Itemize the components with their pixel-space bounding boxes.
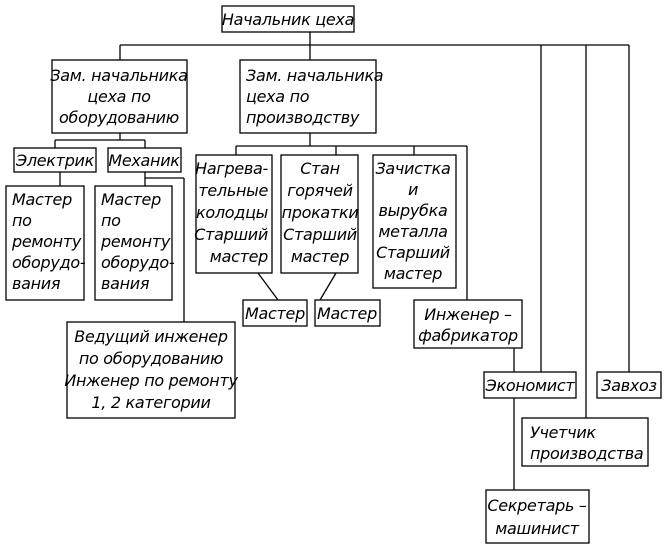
node-secretary-typist: Секретарь – машинист: [485, 489, 590, 544]
node-label-line: колодцы: [196, 203, 268, 222]
node-economist: Экономист: [483, 371, 577, 399]
node-label-line: по: [12, 211, 32, 230]
node-label-line: Зачистка: [375, 159, 450, 178]
node-label-line: Механик: [108, 151, 180, 170]
node-label-line: Инженер –: [424, 305, 512, 324]
node-label-line: Мастер: [12, 190, 72, 209]
svg-text:Электрик: Электрик: [15, 151, 95, 170]
node-label-line: Секретарь –: [487, 496, 586, 515]
svg-text:Инженер –фабрикатор: Инженер – фабрикатор: [418, 305, 518, 345]
node-production-accountant: Учетчик производства: [521, 417, 649, 467]
node-label-line: цеха по: [87, 87, 151, 106]
node-label-line: и: [408, 180, 418, 199]
svg-text:Мастер: Мастер: [317, 304, 377, 323]
node-label-line: вания: [12, 274, 61, 293]
node-label-line: производству: [246, 108, 360, 127]
node-label-line: Зам. начальника: [50, 66, 187, 85]
node-head: Начальник цеха: [221, 5, 355, 33]
node-electrician: Электрик: [13, 147, 97, 173]
node-label-line: Нагрева-: [195, 159, 268, 178]
node-label-line: Электрик: [15, 151, 95, 170]
node-label-line: Инженер по ремонту: [64, 371, 238, 390]
node-mechanic: Механик: [107, 147, 182, 173]
node-label-line: Старший: [376, 243, 450, 262]
svg-text:Механик: Механик: [108, 151, 180, 170]
node-label-line: Мастер: [101, 190, 161, 209]
node-label-line: прокатки: [282, 203, 359, 222]
svg-text:Секретарь –машинист: Секретарь – машинист: [487, 496, 586, 538]
node-label-line: цеха по: [246, 87, 310, 106]
node-label-line: производства: [530, 444, 643, 463]
node-label-line: мастер: [210, 247, 268, 266]
node-label-line: мастер: [384, 264, 442, 283]
node-label-line: по: [101, 211, 121, 230]
node-deputy-production: Зам. начальника цеха по производству: [239, 59, 384, 134]
node-label-line: ремонту: [100, 232, 171, 251]
node-repair-master-1: Мастер по ремонту оборудо-вания: [5, 185, 86, 301]
node-label-line: Зам. начальника: [246, 66, 383, 85]
node-label-line: вырубка: [379, 201, 448, 220]
node-label-line: ремонту: [11, 232, 82, 251]
node-label-line: Мастер: [317, 304, 377, 323]
node-engineer-fabricator: Инженер – фабрикатор: [413, 299, 523, 349]
svg-text:Завхоз: Завхоз: [601, 376, 656, 395]
node-master-1: Мастер: [242, 299, 308, 327]
node-deputy-equipment: Зам. начальника цеха по оборудованию: [50, 59, 188, 134]
svg-text:Начальник цеха: Начальник цеха: [222, 10, 354, 29]
node-label-line: мастер: [291, 247, 349, 266]
svg-text:Мастер: Мастер: [245, 304, 305, 323]
node-master-2: Мастер: [314, 299, 381, 327]
node-label-line: вания: [101, 274, 150, 293]
node-label-line: Старший: [283, 225, 357, 244]
node-label-line: горячей: [287, 181, 353, 200]
node-label-line: по оборудованию: [79, 349, 223, 368]
node-label-line: оборудованию: [59, 108, 179, 127]
node-label-line: Старший: [194, 225, 268, 244]
connectors: [54, 32, 630, 490]
svg-text:Экономист: Экономист: [485, 376, 576, 395]
node-label-line: оборудо-: [101, 253, 175, 272]
node-supply-manager: Завхоз: [596, 371, 662, 399]
node-label-line: металла: [378, 222, 447, 241]
node-label-line: Начальник цеха: [222, 10, 354, 29]
node-label-line: фабрикатор: [418, 326, 518, 345]
node-label-line: Учетчик: [530, 423, 596, 442]
node-label-line: Ведущий инженер: [74, 327, 228, 346]
node-label-line: машинист: [495, 519, 579, 538]
node-label-line: Стан: [300, 159, 340, 178]
node-label-line: Завхоз: [601, 376, 656, 395]
node-repair-master-2: Мастер по ремонту оборудо-вания: [94, 185, 175, 301]
node-label-line: Экономист: [485, 376, 576, 395]
node-label-line: Мастер: [245, 304, 305, 323]
node-label-line: 1, 2 категории: [91, 393, 210, 412]
node-label-line: тельные: [198, 181, 268, 200]
node-label-line: оборудо-: [12, 253, 86, 272]
